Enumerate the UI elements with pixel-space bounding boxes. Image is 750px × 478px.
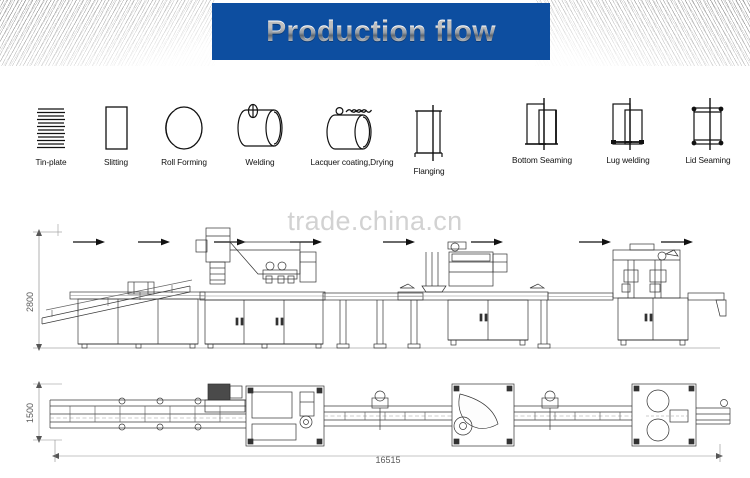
flow-step-label: Welding (245, 157, 275, 167)
flow-step-bottom-seaming: Bottom Seaming (496, 98, 588, 165)
right-arrow-icon (383, 238, 415, 246)
production-line-elevation-view: 2800 (0, 214, 750, 369)
rectangle-sheet-icon (85, 100, 147, 156)
flow-step-lacquer-coating-drying: Lacquer coating,Drying (291, 100, 413, 167)
lug-weld-can-icon (588, 98, 668, 154)
decorative-hatch-left (0, 0, 215, 66)
flow-step-flanging: Flanging (390, 105, 468, 176)
flow-step-label: Tin-plate (35, 157, 67, 167)
tin-plate-stack-icon (16, 100, 86, 156)
flow-step-label: Roll Forming (161, 157, 207, 167)
flow-step-label: Slitting (103, 157, 129, 167)
right-arrow-icon (73, 238, 105, 246)
elevation-height-dimension: 2800 (25, 292, 35, 312)
right-arrow-icon (471, 238, 503, 246)
flow-step-lid-seaming: Lid Seaming (670, 98, 746, 165)
flow-step-lug-welding: Lug welding (588, 98, 668, 165)
flow-step-label: Lacquer coating,Drying (310, 157, 394, 167)
bottom-seam-can-icon (496, 98, 588, 154)
flanged-body-icon (390, 105, 468, 162)
flow-step-slitting: Slitting (85, 100, 147, 167)
lid-seam-can-icon (670, 98, 746, 154)
welded-cylinder-icon (222, 100, 298, 156)
page-title: Production flow (266, 14, 496, 48)
flow-step-label: Flanging (413, 166, 445, 176)
flow-step-label: Bottom Seaming (512, 155, 572, 165)
flow-step-welding: Welding (222, 100, 298, 167)
flow-step-label: Lid Seaming (685, 155, 731, 165)
flow-step-roll-forming: Roll Forming (145, 100, 223, 167)
page-header: Production flow (0, 0, 750, 72)
production-flow-diagram: Tin-plate Slitting Roll Forming (0, 98, 750, 246)
plan-length-dimension: 16515 (375, 455, 400, 465)
decorative-hatch-right (535, 0, 750, 66)
plan-width-dimension: 1500 (25, 403, 35, 423)
flow-step-tin-plate: Tin-plate (16, 100, 86, 167)
cylinder-drying-heat-icon (291, 100, 413, 156)
circle-roll-icon (145, 100, 223, 156)
right-arrow-icon (661, 238, 693, 246)
production-line-plan-view: 1500 16515 (0, 372, 750, 478)
right-arrow-icon (138, 238, 170, 246)
title-banner: Production flow (212, 3, 550, 60)
right-arrow-icon (579, 238, 611, 246)
flow-step-label: Lug welding (606, 155, 650, 165)
